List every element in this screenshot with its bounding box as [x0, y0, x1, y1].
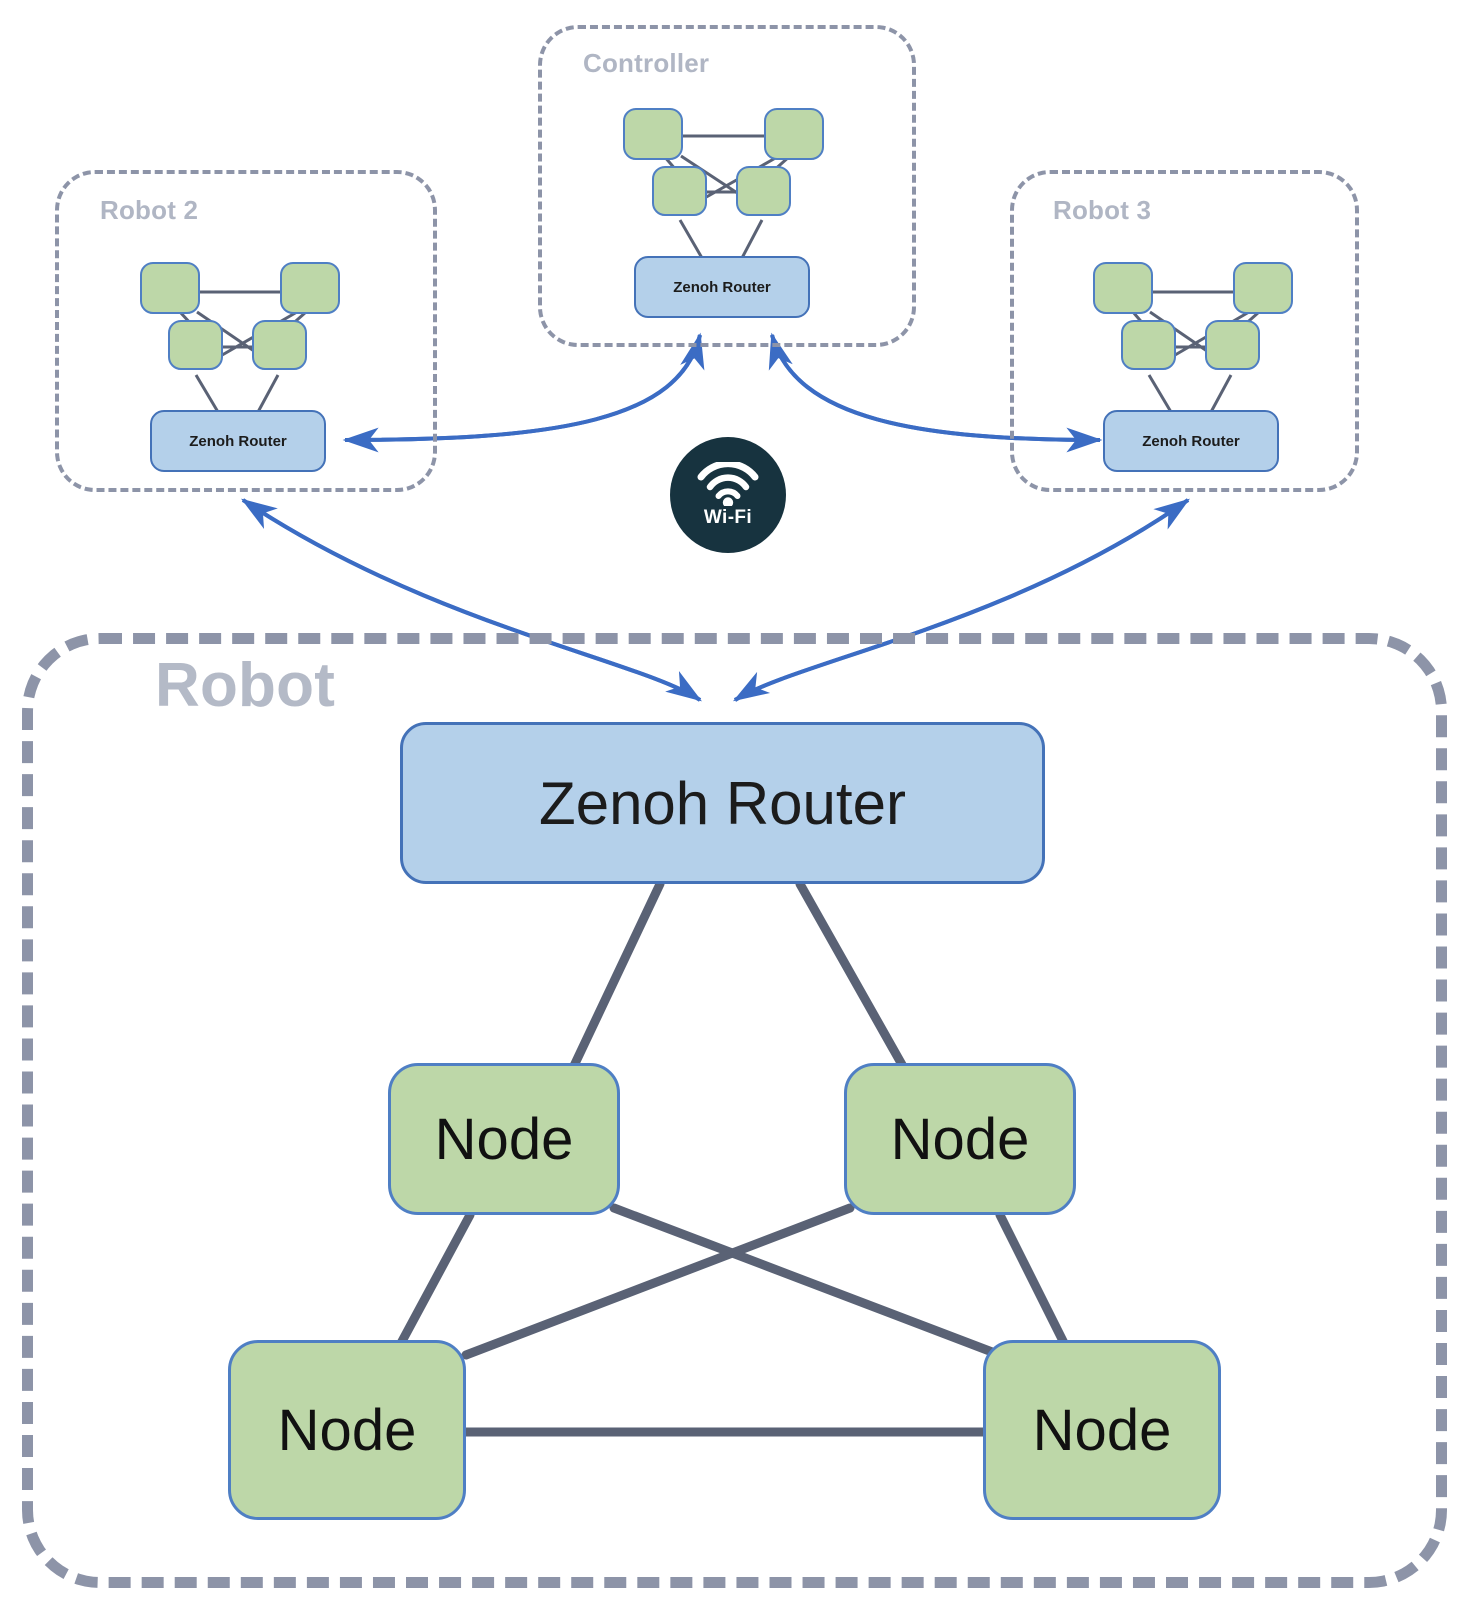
- robot2-node-3[interactable]: [168, 320, 223, 370]
- robot2-node-1[interactable]: [140, 262, 200, 314]
- group-label-robot3: Robot 3: [1053, 195, 1152, 225]
- group-label-robot-main: Robot: [155, 651, 336, 720]
- group-label-controller: Controller: [583, 48, 710, 78]
- robot2-zenoh-router[interactable]: Zenoh Router: [150, 410, 326, 472]
- robot-main-node-1[interactable]: Node: [388, 1063, 620, 1215]
- robot2-node-2[interactable]: [280, 262, 340, 314]
- robot2-node-4[interactable]: [252, 320, 307, 370]
- robot-main-node-3[interactable]: Node: [228, 1340, 466, 1520]
- group-controller: [538, 25, 916, 347]
- robot-main-node-4[interactable]: Node: [983, 1340, 1221, 1520]
- group-robot-main: [22, 633, 1447, 1588]
- controller-node-3[interactable]: [652, 166, 707, 216]
- group-robot2: [55, 170, 437, 492]
- controller-node-1[interactable]: [623, 108, 683, 160]
- wifi-icon: [697, 461, 759, 506]
- wifi-label: Wi-Fi: [703, 506, 753, 528]
- robot-main-zenoh-router[interactable]: Zenoh Router: [400, 722, 1045, 884]
- robot3-node-2[interactable]: [1233, 262, 1293, 314]
- robot3-node-1[interactable]: [1093, 262, 1153, 314]
- wifi-badge: Wi-Fi: [670, 437, 786, 553]
- controller-node-4[interactable]: [736, 166, 791, 216]
- group-label-robot2: Robot 2: [100, 195, 199, 225]
- controller-node-2[interactable]: [764, 108, 824, 160]
- group-robot3: [1010, 170, 1359, 492]
- robot-main-node-2[interactable]: Node: [844, 1063, 1076, 1215]
- robot3-node-3[interactable]: [1121, 320, 1176, 370]
- robot3-zenoh-router[interactable]: Zenoh Router: [1103, 410, 1279, 472]
- robot3-node-4[interactable]: [1205, 320, 1260, 370]
- controller-zenoh-router[interactable]: Zenoh Router: [634, 256, 810, 318]
